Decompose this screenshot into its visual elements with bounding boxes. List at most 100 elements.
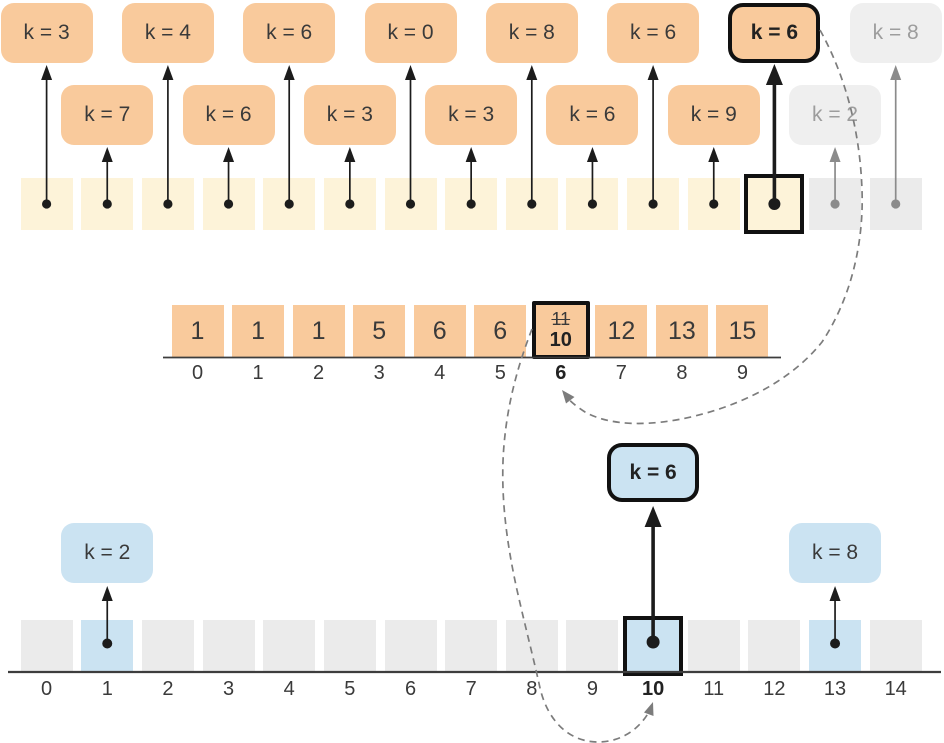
bottom-slot-5 — [323, 620, 376, 672]
bottom-index-13: 13 — [823, 678, 847, 700]
middle-index-1: 1 — [252, 362, 264, 384]
top-query-label-10: k = 6 — [607, 3, 700, 63]
middle-cell-4: 6 — [413, 305, 466, 357]
bottom-index-12: 12 — [763, 678, 786, 700]
bottom-index-1: 1 — [101, 678, 113, 700]
top-slot-1 — [81, 178, 134, 230]
middle-index-0: 0 — [191, 362, 204, 384]
bottom-slot-6 — [384, 620, 437, 672]
top-query-label-4: k = 6 — [243, 3, 336, 63]
middle-index-3: 3 — [373, 362, 385, 384]
middle-cell-1: 1 — [232, 305, 285, 357]
top-query-label-1: k = 7 — [61, 85, 154, 145]
bottom-index-9: 9 — [586, 678, 598, 700]
middle-index-2: 2 — [313, 362, 325, 384]
bottom-arrow-13-arrowhead-icon — [829, 586, 841, 601]
top-slot-10 — [627, 178, 680, 230]
bottom-slot-4 — [263, 620, 316, 672]
top-query-label-8: k = 8 — [485, 3, 578, 63]
bottom-index-11: 11 — [703, 678, 725, 700]
top-slot-6 — [384, 178, 437, 230]
middle-cell-6-old-value: 11 — [551, 308, 571, 329]
top-query-label-7: k = 3 — [425, 85, 518, 145]
middle-index-9: 9 — [736, 362, 748, 384]
middle-index-6: 6 — [555, 362, 567, 384]
bottom-slot-3 — [202, 620, 255, 672]
middle-index-4: 4 — [434, 362, 446, 384]
top-query-label-11: k = 9 — [667, 85, 760, 145]
top-arrow-13-arrowhead-icon — [829, 147, 841, 162]
top-slot-3 — [202, 178, 255, 230]
bottom-slot-1 — [81, 620, 134, 672]
middle-index-5: 5 — [494, 362, 506, 384]
top-query-label-2: k = 4 — [121, 3, 214, 63]
top-query-label-5: k = 3 — [303, 85, 396, 145]
middle-cell-2: 1 — [292, 305, 345, 357]
top-query-label-13: k = 2 — [789, 85, 882, 145]
top-query-label-14: k = 8 — [849, 3, 942, 63]
bottom-slot-9 — [566, 620, 619, 672]
bottom-query-label-10: k = 6 — [607, 443, 700, 502]
bottom-arrow-1-arrowhead-icon — [101, 586, 113, 601]
top-arrow-14-arrowhead-icon — [890, 65, 902, 80]
middle-cell-9: 15 — [716, 305, 769, 357]
bottom-slot-2 — [141, 620, 194, 672]
top-query-label-3: k = 6 — [182, 85, 275, 145]
middle-cell-8: 13 — [655, 305, 708, 357]
top-arrow-4-arrowhead-icon — [283, 65, 295, 80]
top-slot-11 — [687, 178, 740, 230]
middle-cell-0: 1 — [171, 305, 224, 357]
bottom-query-label-1: k = 2 — [61, 523, 154, 583]
bottom-index-10: 10 — [641, 678, 665, 700]
top-arrow-9-arrowhead-icon — [586, 147, 598, 162]
top-slot-9 — [566, 178, 619, 230]
bottom-index-3: 3 — [222, 678, 235, 700]
middle-index-8: 8 — [676, 362, 688, 384]
middle-cell-5: 6 — [474, 305, 527, 357]
top-arrow-0-arrowhead-icon — [41, 65, 53, 80]
top-arrow-5-arrowhead-icon — [344, 147, 356, 162]
middle-index-7: 7 — [615, 362, 627, 384]
top-slot-0 — [20, 178, 73, 230]
top-slot-2 — [141, 178, 194, 230]
top-slot-13 — [809, 178, 862, 230]
top-slot-4 — [263, 178, 316, 230]
bottom-index-4: 4 — [283, 678, 295, 700]
bottom-slot-8 — [505, 620, 558, 672]
bottom-index-7: 7 — [465, 678, 477, 700]
bottom-slot-7 — [445, 620, 498, 672]
bottom-slot-10 — [627, 620, 680, 672]
bottom-slot-0 — [20, 620, 73, 672]
top-arrow-10-arrowhead-icon — [647, 65, 659, 80]
dashed-curve-middle-to-bottom-arrowhead-icon — [644, 702, 654, 716]
top-arrow-7-arrowhead-icon — [465, 147, 477, 162]
bottom-slot-14 — [869, 620, 922, 672]
top-slot-14 — [869, 178, 922, 230]
bottom-index-5: 5 — [344, 678, 356, 700]
top-query-label-12: k = 6 — [728, 3, 821, 63]
bottom-index-8: 8 — [526, 678, 538, 700]
bottom-slot-13 — [809, 620, 862, 672]
top-slot-5 — [323, 178, 376, 230]
middle-cell-3: 5 — [353, 305, 406, 357]
bottom-index-0: 0 — [41, 678, 53, 700]
bottom-index-14: 14 — [884, 678, 907, 700]
top-slot-7 — [445, 178, 498, 230]
dashed-curve-top-to-middle-arrowhead-icon — [562, 390, 575, 404]
top-query-label-6: k = 0 — [364, 3, 457, 63]
bottom-slot-12 — [748, 620, 801, 672]
top-arrow-11-arrowhead-icon — [708, 147, 720, 162]
top-arrow-2-arrowhead-icon — [162, 65, 174, 80]
top-slot-12 — [748, 178, 801, 230]
top-query-label-0: k = 3 — [0, 3, 93, 63]
top-arrow-1-arrowhead-icon — [101, 147, 113, 162]
bottom-index-2: 2 — [162, 678, 174, 700]
top-arrow-8-arrowhead-icon — [526, 65, 538, 80]
bottom-query-label-13: k = 8 — [789, 523, 882, 583]
top-slot-8 — [505, 178, 558, 230]
top-arrow-3-arrowhead-icon — [223, 147, 235, 162]
top-arrow-12-arrowhead-icon — [765, 64, 783, 85]
top-query-label-9: k = 6 — [546, 85, 639, 145]
